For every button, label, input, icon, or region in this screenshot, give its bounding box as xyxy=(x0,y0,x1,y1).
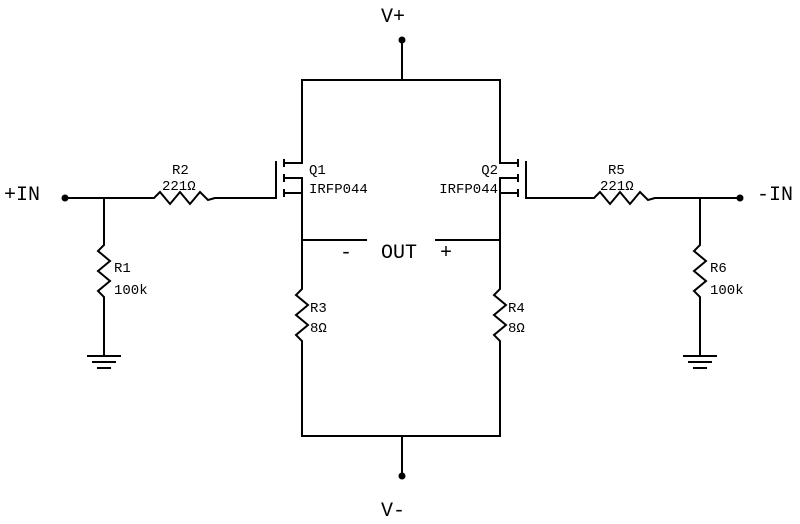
v-minus-label: V- xyxy=(381,500,405,523)
resistor-r6: R6 100k xyxy=(692,240,744,357)
minus-in-terminal xyxy=(736,194,744,202)
resistor-r1: R1 100k xyxy=(96,240,148,357)
resistor-r5: R5 221Ω xyxy=(588,163,656,206)
r4-value: 8Ω xyxy=(508,321,525,337)
q1-ref: Q1 xyxy=(309,163,326,179)
resistor-r2: R2 221Ω xyxy=(148,163,216,206)
mosfet-q2: Q2 IRFP044 xyxy=(439,159,527,241)
left-input-wires xyxy=(64,161,277,241)
r5-value: 221Ω xyxy=(600,179,634,195)
v-plus-terminal xyxy=(398,36,406,44)
r2-ref: R2 xyxy=(172,163,189,179)
r1-value: 100k xyxy=(114,283,148,299)
q2-ref: Q2 xyxy=(481,163,498,179)
q2-part: IRFP044 xyxy=(439,182,498,198)
v-plus-label: V+ xyxy=(381,6,405,29)
r5-ref: R5 xyxy=(608,163,625,179)
out-plus-sign: + xyxy=(440,242,452,265)
r6-value: 100k xyxy=(710,283,744,299)
q1-part: IRFP044 xyxy=(309,182,368,198)
right-input-wires xyxy=(525,161,741,241)
ground-icon xyxy=(87,355,121,369)
r3-ref: R3 xyxy=(310,301,327,317)
output-connection: - OUT + xyxy=(301,239,501,265)
resistor-r3: R3 8Ω xyxy=(294,239,327,437)
r2-value: 221Ω xyxy=(162,179,196,195)
mosfet-q1: Q1 IRFP044 xyxy=(275,159,368,241)
v-plus-rail xyxy=(301,36,501,163)
r6-ref: R6 xyxy=(710,261,727,277)
plus-in-label: +IN xyxy=(4,184,40,207)
r4-ref: R4 xyxy=(508,301,525,317)
ground-icon xyxy=(683,355,717,369)
resistor-r4: R4 8Ω xyxy=(492,239,525,437)
minus-in-label: -IN xyxy=(757,184,793,207)
r1-ref: R1 xyxy=(114,261,131,277)
out-minus-sign: - xyxy=(340,242,352,265)
out-label: OUT xyxy=(381,242,417,265)
v-minus-rail xyxy=(301,435,501,480)
v-minus-terminal xyxy=(398,472,406,480)
r3-value: 8Ω xyxy=(310,321,327,337)
